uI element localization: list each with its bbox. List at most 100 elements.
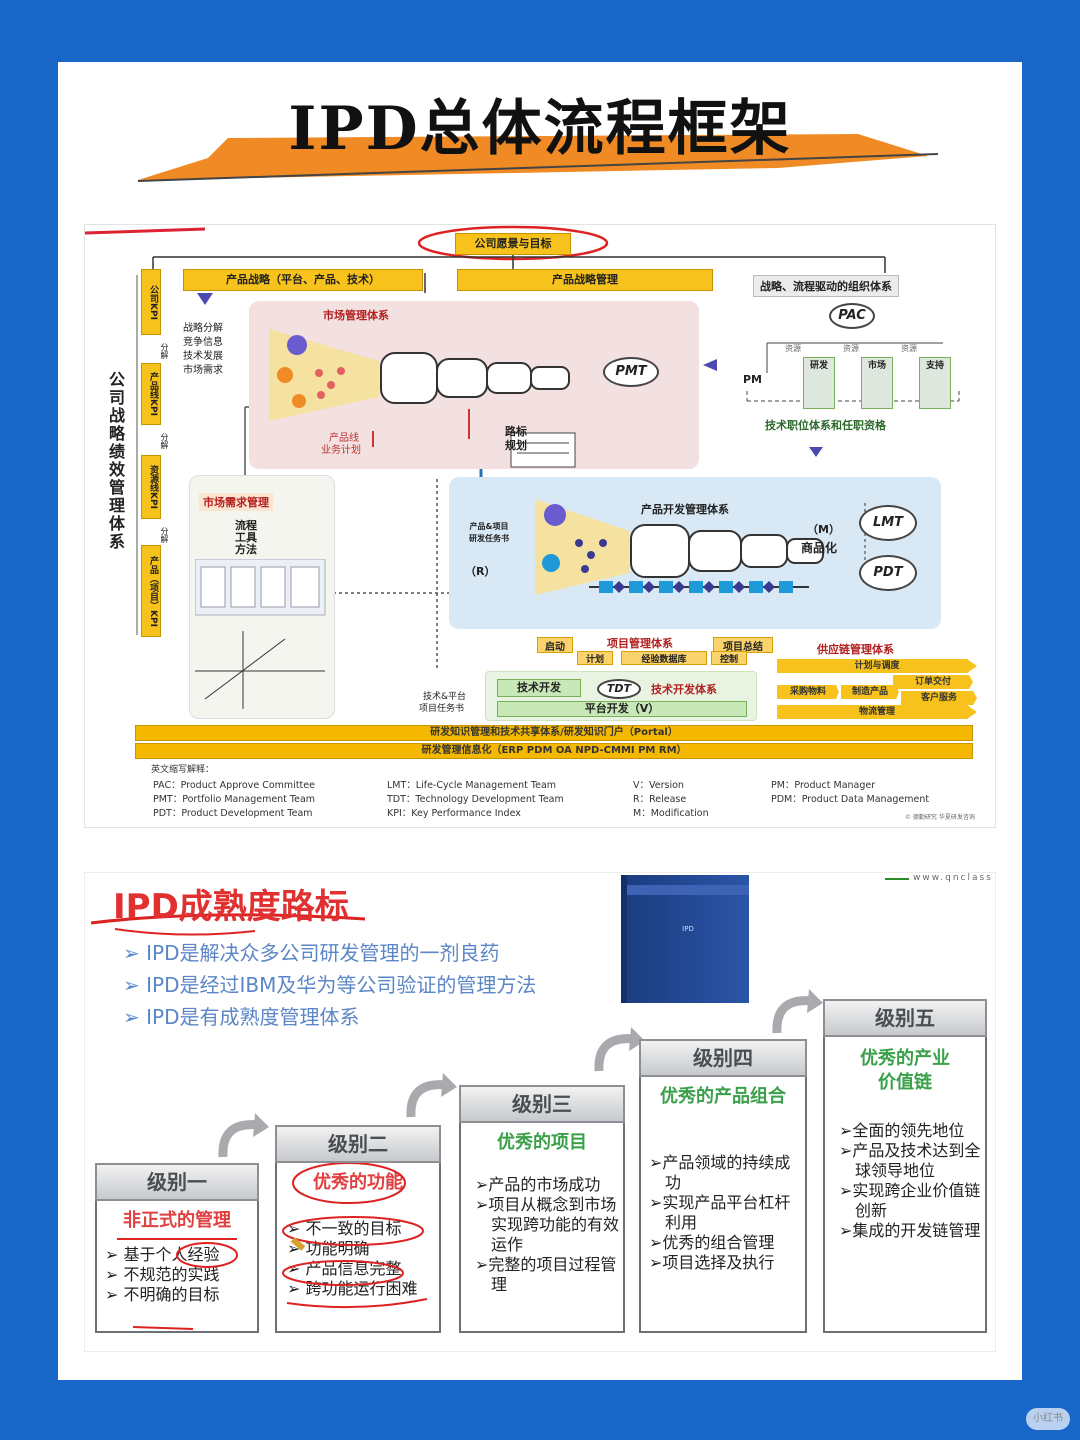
- demand-tool-2: 工具: [235, 531, 257, 544]
- rd-informatization-bar: 研发管理信息化（ERP PDM OA NPD-CMMI PM RM）: [135, 743, 973, 759]
- roadmap-2: 规划: [505, 439, 527, 452]
- function-market: 市场: [861, 357, 893, 409]
- lmt-badge: LMT: [859, 505, 917, 541]
- abbr-pdm: PDM：Product Data Management: [771, 794, 930, 805]
- abbr-pmt: PMT：Portfolio Management Team: [153, 794, 316, 805]
- release-label: （R）: [465, 565, 496, 578]
- level-5-name: 级别五: [823, 999, 987, 1037]
- level-1-item: ➢ 不明确的目标: [105, 1285, 220, 1304]
- kpi-company: 公司KPI: [141, 269, 161, 335]
- pl-plan-1: 产品线: [329, 433, 359, 444]
- demand-tools-thumbnails: [195, 559, 326, 709]
- demand-tool-3: 方法: [235, 543, 257, 556]
- proj-control: 控制: [711, 651, 747, 665]
- tdt-badge: TDT: [597, 679, 641, 699]
- pl-plan-2: 业务计划: [321, 445, 361, 456]
- level-3-item: ➢项目从概念到市场实现跨功能的有效运作: [475, 1195, 620, 1254]
- kpi-product-project: 产品（项目）KPI: [141, 545, 161, 637]
- pac-badge: PAC: [829, 303, 875, 329]
- function-support: 支持: [919, 357, 951, 409]
- strategy-management-bar: 产品战略管理: [457, 269, 713, 291]
- abbr-pac: PAC：Product Approve Committee: [153, 780, 315, 791]
- level-3-item: ➢产品的市场成功: [475, 1175, 601, 1194]
- level-1-annotation: [117, 1238, 238, 1330]
- level-4-subtitle: 优秀的产品组合: [660, 1086, 786, 1107]
- level-1-card: 级别一 非正式的管理 ➢ 基于个人经验 ➢ 不规范的实践 ➢ 不明确的目标: [95, 1163, 259, 1333]
- ipd-framework-diagram: 公司愿景与目标 公司战略绩效管理体系 公司KPI 分解 产品线KPI 分解 资源…: [84, 224, 996, 828]
- book-cover-image: IPD: [621, 875, 749, 1003]
- dev-system-title: 产品开发管理体系: [641, 503, 729, 516]
- abbr-lmt: LMT：Life-Cycle Management Team: [387, 780, 557, 791]
- step-arrow-icon: [594, 1027, 645, 1072]
- decomp-1: 战略分解: [183, 323, 223, 334]
- org-system-label: 战略、流程驱动的组织体系: [753, 275, 899, 297]
- tech-roles-label: 技术职位体系和任职资格: [765, 419, 886, 432]
- maturity-title: IPD成熟度路标: [113, 887, 349, 927]
- level-2-subtitle: 优秀的功能: [313, 1172, 403, 1193]
- bullet-1: ➢ IPD是解决众多公司研发管理的一剂良药: [123, 941, 500, 965]
- level-4-item: ➢产品领域的持续成功: [649, 1153, 791, 1192]
- level-4-item: ➢实现产品平台杠杆利用: [649, 1193, 791, 1232]
- abbr-title: 英文缩写解释：: [151, 765, 215, 775]
- level-3-name: 级别三: [459, 1085, 625, 1123]
- level-2-annotation: [282, 1163, 428, 1309]
- strategy-performance-label: 公司战略绩效管理体系: [106, 371, 125, 551]
- level-2-item: ➢ 跨功能运行困难: [287, 1279, 418, 1298]
- market-system-title: 市场管理体系: [323, 309, 389, 322]
- market-funnel-graphic: [269, 329, 576, 468]
- level-1-item: ➢ 不规范的实践: [105, 1265, 220, 1284]
- maturity-bullets: ➢ IPD是解决众多公司研发管理的一剂良药 ➢ IPD是经过IBM及华为等公司验…: [123, 937, 536, 1033]
- demand-tool-1: 流程: [235, 519, 257, 532]
- diagram-credit: © 德勤研究 华夏研发咨询: [905, 814, 975, 821]
- tech-system-title: 技术开发体系: [651, 683, 717, 696]
- development-funnel-graphic: [535, 499, 866, 595]
- abbr-m: M：Modification: [633, 808, 709, 819]
- resource-1: 资源: [785, 344, 801, 353]
- proj-start: 启动: [537, 637, 573, 653]
- proj-db: 经验数据库: [621, 651, 707, 665]
- step-arrow-icon: [406, 1073, 457, 1118]
- abbr-v: V：Version: [633, 780, 684, 791]
- level-4-card: 级别四 优秀的产品组合 ➢产品领域的持续成功 ➢实现产品平台杠杆利用 ➢优秀的组…: [639, 1039, 807, 1333]
- kpi-split-2: 分解: [160, 433, 169, 449]
- level-2-name: 级别二: [275, 1125, 441, 1163]
- modification-label: （M）: [807, 523, 840, 536]
- kpi-resource-line: 资源线KPI: [141, 455, 161, 519]
- level-5-item: ➢集成的开发链管理: [839, 1221, 981, 1240]
- level-5-items: ➢全面的领先地位 ➢产品及技术达到全球领导地位 ➢实现跨企业价值链创新 ➢集成的…: [839, 1121, 981, 1241]
- bullet-2: ➢ IPD是经过IBM及华为等公司验证的管理方法: [123, 973, 537, 997]
- decomp-4: 市场需求: [183, 365, 223, 376]
- diagram-connectors: [85, 225, 960, 669]
- kpi-product-line: 产品线KPI: [141, 363, 161, 425]
- abbr-tdt: TDT：Technology Development Team: [387, 794, 564, 805]
- page-title: IPD总体流程框架: [288, 94, 792, 164]
- level-3-subtitle: 优秀的项目: [497, 1132, 587, 1153]
- tech-task-1: 技术&平台: [423, 692, 467, 702]
- level-5-card: 级别五 优秀的产业价值链 ➢全面的领先地位 ➢产品及技术达到全球领导地位 ➢实现…: [823, 999, 987, 1333]
- title-underline-brush: [138, 134, 938, 182]
- level-3-item: ➢完整的项目过程管理: [475, 1255, 617, 1294]
- pdt-task-2: 研发任务书: [469, 534, 509, 543]
- supply-make: 制造产品: [841, 685, 899, 699]
- level-4-name: 级别四: [639, 1039, 807, 1077]
- tech-task-2: 项目任务书: [419, 704, 465, 714]
- level-4-item: ➢优秀的组合管理: [649, 1233, 775, 1252]
- decomp-2: 竞争信息: [183, 337, 223, 348]
- level-2-card: 级别二 优秀的功能 ➢ 不一致的目标 ➢ 功能明确 ➢ 产品信息完整 ➢ 跨功能…: [275, 1125, 441, 1333]
- level-5-item: ➢全面的领先地位: [839, 1121, 965, 1140]
- knowledge-portal-bar: 研发知识管理和技术共享体系/研发知识门户（Portal）: [135, 725, 973, 741]
- tech-dev-box: 技术开发: [497, 679, 581, 697]
- proj-plan: 计划: [577, 651, 613, 665]
- proj-mgmt-title: 项目管理体系: [607, 637, 673, 650]
- supply-logistics: 物流管理: [777, 705, 977, 719]
- commercialization-label: 商品化: [801, 541, 838, 555]
- function-rd: 研发: [803, 357, 835, 409]
- maturity-annotations: [90, 878, 909, 936]
- abbr-pm: PM：Product Manager: [771, 780, 876, 791]
- level-5-item: ➢实现跨企业价值链创新: [839, 1181, 981, 1220]
- supply-plan: 计划与调度: [777, 659, 977, 673]
- level-3-items: ➢产品的市场成功 ➢项目从概念到市场实现跨功能的有效运作 ➢完整的项目过程管理: [475, 1175, 619, 1295]
- pdt-badge: PDT: [859, 555, 917, 591]
- level-5-item: ➢产品及技术达到全球领导地位: [839, 1141, 981, 1180]
- kpi-split-3: 分解: [160, 527, 169, 543]
